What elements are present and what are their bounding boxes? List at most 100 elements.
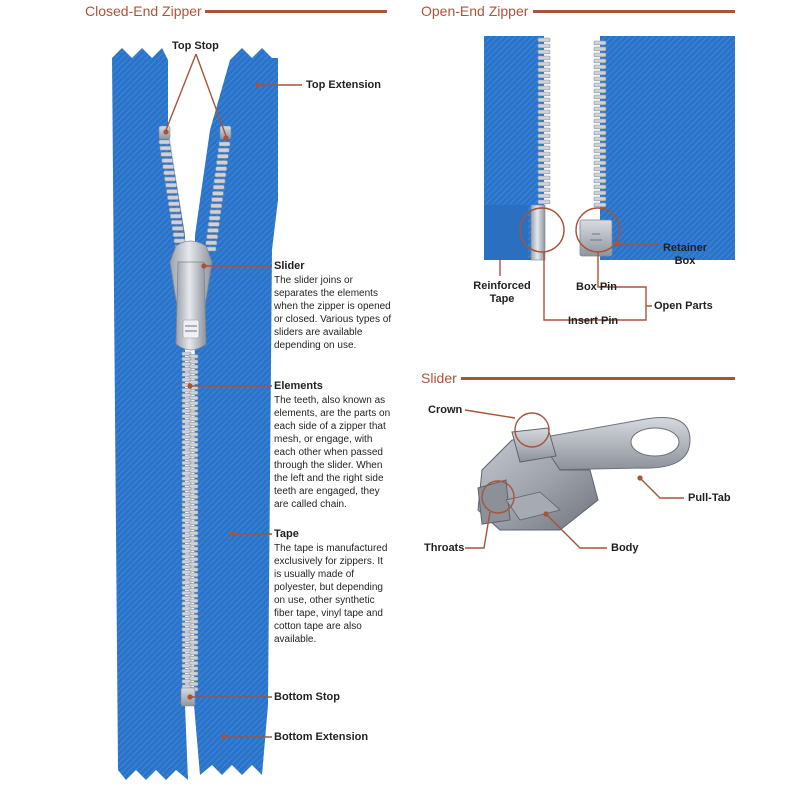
zipper-tooth [188, 624, 199, 629]
zipper-tooth [161, 158, 174, 163]
zipper-tooth [188, 629, 199, 635]
zipper-tooth [593, 130, 607, 136]
label-pull-tab: Pull-Tab [688, 492, 731, 504]
zipper-tooth [181, 450, 192, 455]
zipper-tooth [537, 37, 551, 43]
zipper-tooth [181, 596, 192, 601]
zipper-tooth [207, 228, 219, 233]
insert-pin [530, 204, 546, 261]
zipper-tooth [593, 40, 607, 46]
label-open-parts: Open Parts [654, 300, 713, 312]
zipper-tooth [206, 234, 218, 239]
zipper-tooth [188, 593, 199, 598]
zipper-tooth [181, 533, 192, 538]
zipper-tooth [593, 58, 607, 64]
zipper-tooth [213, 178, 226, 184]
zipper-tooth [537, 181, 551, 187]
zipper-tooth [537, 175, 551, 181]
zipper-tooth [217, 154, 229, 159]
zipper-tooth [158, 139, 171, 145]
zipper-tooth [215, 166, 228, 172]
label-bottom-extension: Bottom Extension [274, 731, 369, 743]
label-crown: Crown [428, 404, 463, 416]
zipper-tooth [173, 238, 186, 244]
zipper-tooth [188, 453, 199, 458]
zipper-tooth [593, 154, 607, 160]
zipper-tooth [188, 655, 199, 661]
section-rule-slider [461, 377, 735, 380]
zipper-tooth [168, 201, 180, 207]
zipper-tooth [181, 492, 192, 497]
zipper-tooth [211, 197, 223, 202]
zipper-tooth [188, 525, 199, 531]
zipper-tooth [181, 507, 192, 512]
zipper-tooth [181, 398, 192, 403]
zipper-tooth [188, 401, 199, 406]
zipper-tooth [207, 221, 220, 227]
desc-elements: The teeth, also known as elements, are t… [274, 395, 391, 510]
callout-circle-throats [481, 480, 515, 514]
zipper-tooth [181, 585, 192, 590]
zipper-tooth [172, 232, 185, 237]
zipper-tooth [181, 622, 192, 627]
zipper-tooth [181, 424, 192, 429]
zipper-tooth [188, 499, 199, 505]
zipper-tooth [188, 494, 199, 499]
zipper-tooth [188, 442, 199, 447]
zipper-tooth [537, 49, 551, 55]
zipper-tooth [537, 97, 551, 103]
zipper-tooth [537, 109, 551, 115]
zipper-tooth [188, 520, 199, 525]
label-body: Body [611, 542, 639, 554]
zipper-tooth [593, 88, 607, 94]
zipper-tooth [181, 616, 192, 622]
zipper-tooth [216, 160, 228, 165]
zipper-tooth [181, 544, 192, 549]
leader-crown [464, 409, 516, 419]
zipper-tooth [188, 354, 199, 359]
zipper-tooth [181, 606, 192, 611]
section-title-closed-end: Closed-End Zipper [85, 3, 202, 19]
zipper-tooth [167, 195, 179, 200]
zipper-tooth [188, 390, 199, 395]
section-title-slider: Slider [421, 370, 457, 386]
zipper-tooth [593, 166, 607, 172]
slider-crown-shape [511, 427, 557, 463]
zipper-tooth [537, 121, 551, 127]
zipper-tooth [181, 559, 192, 564]
zipper-tooth [166, 189, 178, 194]
zipper-tooth [181, 455, 192, 460]
zipper-tooth [188, 661, 199, 666]
zipper-tooth [188, 463, 199, 468]
zipper-tooth [181, 570, 192, 575]
zipper-tooth [188, 437, 199, 442]
zipper-tooth [593, 142, 607, 148]
zipper-tooth [169, 213, 182, 219]
zipper-tooth [593, 190, 607, 196]
zipper-tooth [181, 523, 192, 528]
zipper-tooth [593, 46, 607, 52]
zipper-tooth [593, 202, 607, 208]
zipper-tooth [593, 184, 607, 190]
zipper-tooth [593, 52, 607, 58]
zipper-tooth [181, 549, 192, 554]
zipper-tooth [537, 43, 551, 49]
zipper-tooth [593, 172, 607, 178]
zipper-tooth [181, 580, 192, 585]
zipper-tooth [188, 395, 199, 401]
zipper-tooth [208, 215, 221, 221]
zipper-tooth [171, 226, 184, 231]
zipper-tooth [593, 160, 607, 166]
zipper-tooth [188, 447, 199, 453]
zipper-tooth [188, 484, 199, 489]
leader-box-pin [597, 252, 652, 307]
zipper-tooth [593, 70, 607, 76]
zipper-tooth [188, 427, 199, 432]
open-right-tape [600, 36, 735, 260]
zipper-tooth [181, 434, 192, 440]
zipper-tooth [181, 512, 192, 518]
zipper-tooth [188, 369, 199, 375]
zipper-tooth [181, 554, 192, 559]
